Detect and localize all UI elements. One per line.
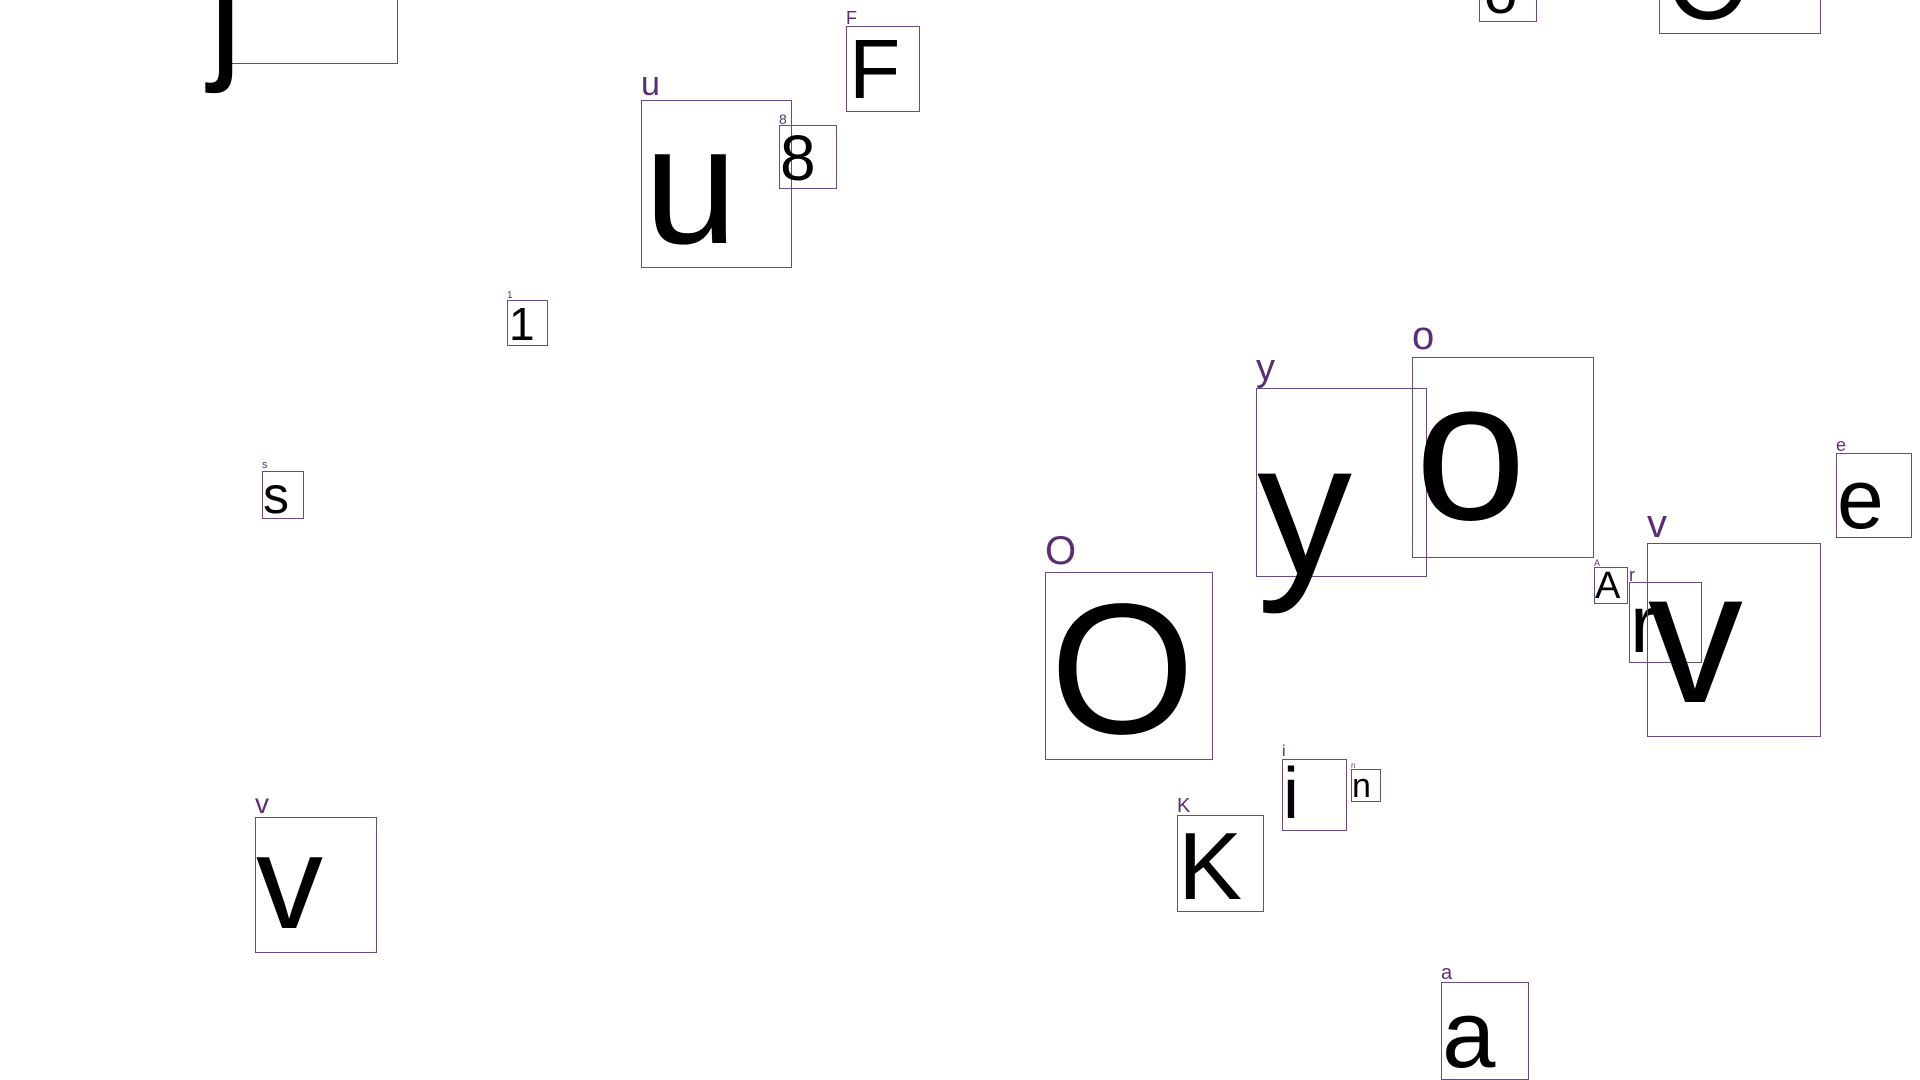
glyph-char-r: r bbox=[1630, 579, 1658, 670]
glyph-label-o-upper: O bbox=[1045, 529, 1077, 573]
glyph-char-i: i bbox=[1283, 754, 1299, 834]
glyph-char-v-right: v bbox=[1648, 531, 1743, 743]
glyph-box-a: a a bbox=[1441, 963, 1529, 1080]
glyph-label-r: r bbox=[1629, 565, 1635, 585]
glyph-label-i: i bbox=[1282, 743, 1286, 760]
glyph-box-s: s s bbox=[262, 460, 304, 525]
glyph-label-1: 1 bbox=[507, 290, 513, 301]
glyph-char-y: y bbox=[1257, 403, 1352, 615]
glyph-box-r: r r bbox=[1629, 566, 1702, 670]
glyph-label-e: e bbox=[1836, 435, 1847, 455]
glyph-char-o-upper: O bbox=[1050, 566, 1195, 773]
glyph-char-k: K bbox=[1178, 813, 1243, 920]
glyph-box-e: e e bbox=[1836, 436, 1912, 546]
glyph-box-n: n n bbox=[1351, 762, 1381, 805]
glyph-box-j: j bbox=[209, 0, 398, 85]
glyph-char-a: a bbox=[1442, 981, 1496, 1080]
glyph-box-o-top: o bbox=[1479, 0, 1537, 23]
glyph-box-v-right: v v bbox=[1647, 504, 1821, 743]
glyph-label-a-upper: A bbox=[1594, 558, 1601, 568]
glyph-box-u: u u bbox=[641, 67, 792, 279]
glyph-char-c: C bbox=[1666, 0, 1745, 37]
glyph-char-n: n bbox=[1352, 767, 1371, 805]
glyph-label-s: s bbox=[262, 459, 268, 471]
glyph-char-s: s bbox=[263, 467, 289, 525]
glyph-box-o-upper: O O bbox=[1045, 531, 1213, 773]
glyph-box-c: C bbox=[1659, 0, 1821, 37]
glyph-char-u: u bbox=[644, 91, 738, 279]
glyph-label-u: u bbox=[641, 65, 660, 103]
glyph-label-f: F bbox=[846, 8, 857, 28]
glyph-char-a-upper: A bbox=[1595, 565, 1621, 607]
glyph-label-n: n bbox=[1351, 761, 1356, 770]
glyph-label-a: a bbox=[1441, 962, 1453, 984]
glyph-char-v-left: v bbox=[256, 808, 323, 957]
glyph-label-o: o bbox=[1412, 314, 1435, 358]
glyph-char-f: F bbox=[849, 22, 901, 116]
glyph-box-a-upper: A A bbox=[1594, 559, 1628, 607]
glyph-char-o: o bbox=[1415, 339, 1527, 562]
glyph-label-v-left: v bbox=[255, 788, 269, 819]
glyph-char-j: j bbox=[209, 0, 243, 94]
glyph-char-o-top: o bbox=[1484, 0, 1517, 23]
glyph-char-8: 8 bbox=[780, 122, 816, 194]
glyph-box-f: F F bbox=[846, 9, 920, 116]
glyph-label-8: 8 bbox=[779, 111, 787, 127]
glyph-label-v-right: v bbox=[1647, 502, 1667, 546]
glyph-box-v-left: v v bbox=[255, 790, 377, 957]
glyph-label-y: y bbox=[1256, 347, 1275, 389]
glyph-box-8: 8 8 bbox=[779, 112, 837, 194]
glyph-box-o: o o bbox=[1412, 316, 1594, 558]
glyph-label-k: K bbox=[1177, 795, 1191, 817]
glyph-box-1: 1 1 bbox=[507, 291, 548, 350]
glyph-char-e: e bbox=[1837, 452, 1884, 546]
glyph-box-y: y y bbox=[1256, 349, 1427, 604]
glyph-box-k: K K bbox=[1177, 796, 1264, 920]
glyph-box-i: i i bbox=[1282, 744, 1347, 834]
glyph-char-1: 1 bbox=[509, 298, 535, 350]
